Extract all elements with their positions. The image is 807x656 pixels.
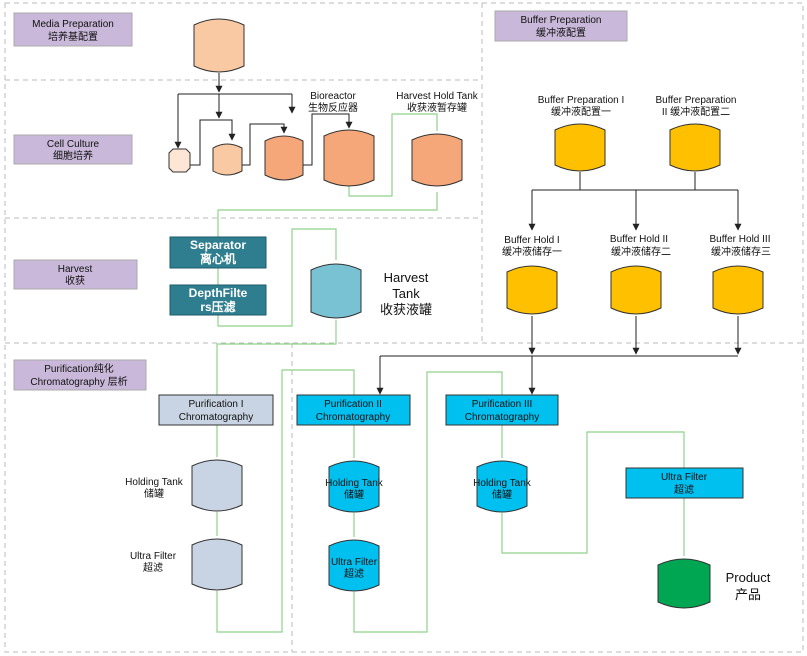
svg-text:Chromatography 层析: Chromatography 层析 [30, 375, 127, 388]
harvest-hold-tank: Harvest Hold Tank 收获液暂存罐 [396, 91, 479, 187]
svg-text:超滤: 超滤 [344, 567, 364, 580]
svg-text:Harvest: Harvest [58, 264, 93, 275]
svg-text:Harvest: Harvest [384, 270, 429, 285]
svg-text:Purification III: Purification III [472, 399, 533, 410]
svg-text:生物反应器: 生物反应器 [308, 101, 358, 114]
svg-text:Purification I: Purification I [188, 399, 243, 410]
holding-tank-3: Holding Tank 储罐 [473, 460, 532, 513]
seed-vessel-1 [168, 148, 191, 173]
svg-text:产品: 产品 [735, 587, 761, 602]
ultra-filter-unit-3: Ultra Filter 超滤 [625, 467, 744, 499]
section-cell-culture: Cell Culture 细胞培养 [13, 134, 133, 165]
buffer-preparation-2-tank: Buffer Preparation II 缓冲液配置二 [656, 95, 737, 172]
buffer-distribution-lines [376, 172, 742, 395]
svg-text:Chromatography: Chromatography [316, 412, 390, 423]
section-buffer-preparation: Buffer Preparation 缓冲液配置 [494, 10, 628, 42]
svg-text:Buffer Hold II: Buffer Hold II [610, 234, 668, 245]
svg-text:DepthFilte: DepthFilte [189, 286, 248, 300]
svg-text:缓冲液储存一: 缓冲液储存一 [502, 245, 562, 258]
svg-text:Buffer Hold I: Buffer Hold I [504, 235, 559, 246]
svg-text:培养基配置: 培养基配置 [48, 30, 98, 43]
svg-text:缓冲液配置: 缓冲液配置 [536, 26, 586, 39]
seed-vessel-3 [264, 135, 304, 181]
harvest-tank: Harvest Tank 收获液罐 [310, 263, 432, 319]
svg-text:收获: 收获 [65, 274, 85, 287]
svg-text:Buffer Preparation I: Buffer Preparation I [538, 95, 625, 106]
svg-text:细胞培养: 细胞培养 [53, 149, 93, 162]
ultra-filter-tank-1: Ultra Filter 超滤 [130, 538, 243, 591]
media-distribution-lines [174, 73, 353, 166]
svg-text:Tank: Tank [392, 286, 420, 301]
media-preparation-tank [193, 18, 245, 73]
svg-text:超滤: 超滤 [674, 483, 694, 496]
depth-filters-unit: DepthFilte rs压滤 [169, 284, 267, 316]
region-dividers [4, 2, 804, 653]
svg-text:离心机: 离心机 [200, 251, 236, 266]
svg-text:收获液罐: 收获液罐 [380, 302, 432, 317]
svg-text:Holding Tank: Holding Tank [125, 477, 184, 488]
buffer-hold-1-tank: Buffer Hold I 缓冲液储存一 [502, 235, 562, 315]
svg-text:Purification II: Purification II [324, 399, 382, 410]
svg-text:收获液暂存罐: 收获液暂存罐 [407, 101, 467, 114]
section-harvest: Harvest 收获 [13, 259, 138, 290]
holding-tank-2: Holding Tank 储罐 [325, 460, 384, 513]
svg-text:II 缓冲液配置二: II 缓冲液配置二 [662, 105, 730, 118]
section-purification: Purification纯化 Chromatography 层析 [13, 359, 147, 391]
chromatography-3-unit: Purification III Chromatography [445, 394, 559, 426]
svg-text:Product: Product [726, 570, 771, 585]
svg-text:Media Preparation: Media Preparation [32, 19, 114, 30]
svg-text:Chromatography: Chromatography [465, 412, 539, 423]
svg-text:储罐: 储罐 [492, 488, 512, 501]
section-media-preparation: Media Preparation 培养基配置 [13, 12, 133, 47]
svg-text:Chromatography: Chromatography [179, 412, 253, 423]
svg-text:Holding Tank: Holding Tank [325, 478, 384, 489]
svg-text:Cell Culture: Cell Culture [47, 139, 100, 150]
svg-text:Ultra Filter: Ultra Filter [661, 472, 708, 483]
svg-text:缓冲液配置一: 缓冲液配置一 [551, 105, 611, 118]
svg-text:缓冲液储存三: 缓冲液储存三 [711, 245, 771, 258]
buffer-hold-2-tank: Buffer Hold II 缓冲液储存二 [610, 234, 671, 315]
product-tank: Product 产品 [657, 558, 771, 609]
svg-text:Holding Tank: Holding Tank [473, 478, 532, 489]
seed-vessel-2 [212, 143, 243, 176]
holding-tank-1: Holding Tank 储罐 [125, 459, 243, 512]
svg-text:超滤: 超滤 [143, 561, 163, 574]
svg-text:rs压滤: rs压滤 [200, 299, 235, 314]
svg-text:Harvest Hold Tank: Harvest Hold Tank [396, 91, 479, 102]
buffer-preparation-1-tank: Buffer Preparation I 缓冲液配置一 [538, 95, 625, 172]
svg-text:缓冲液储存二: 缓冲液储存二 [611, 245, 671, 258]
svg-text:Purification纯化: Purification纯化 [44, 362, 113, 375]
svg-text:Buffer Hold III: Buffer Hold III [710, 234, 771, 245]
product-flow-lines [216, 113, 685, 633]
ultra-filter-tank-2: Ultra Filter 超滤 [328, 539, 380, 592]
svg-text:Separator: Separator [190, 238, 246, 252]
svg-text:Bioreactor: Bioreactor [310, 91, 356, 102]
svg-text:Ultra Filter: Ultra Filter [130, 551, 177, 562]
svg-text:Ultra Filter: Ultra Filter [331, 557, 378, 568]
buffer-hold-3-tank: Buffer Hold III 缓冲液储存三 [710, 234, 771, 315]
chromatography-1-unit: Purification I Chromatography [158, 394, 274, 426]
separator-unit: Separator 离心机 [169, 236, 267, 269]
svg-text:储罐: 储罐 [144, 487, 164, 500]
svg-text:Buffer Preparation: Buffer Preparation [656, 95, 737, 106]
bioreactor-tank: Bioreactor 生物反应器 [308, 91, 375, 187]
svg-text:Buffer Preparation: Buffer Preparation [521, 15, 602, 26]
chromatography-2-unit: Purification II Chromatography [296, 394, 411, 426]
svg-text:储罐: 储罐 [344, 488, 364, 501]
